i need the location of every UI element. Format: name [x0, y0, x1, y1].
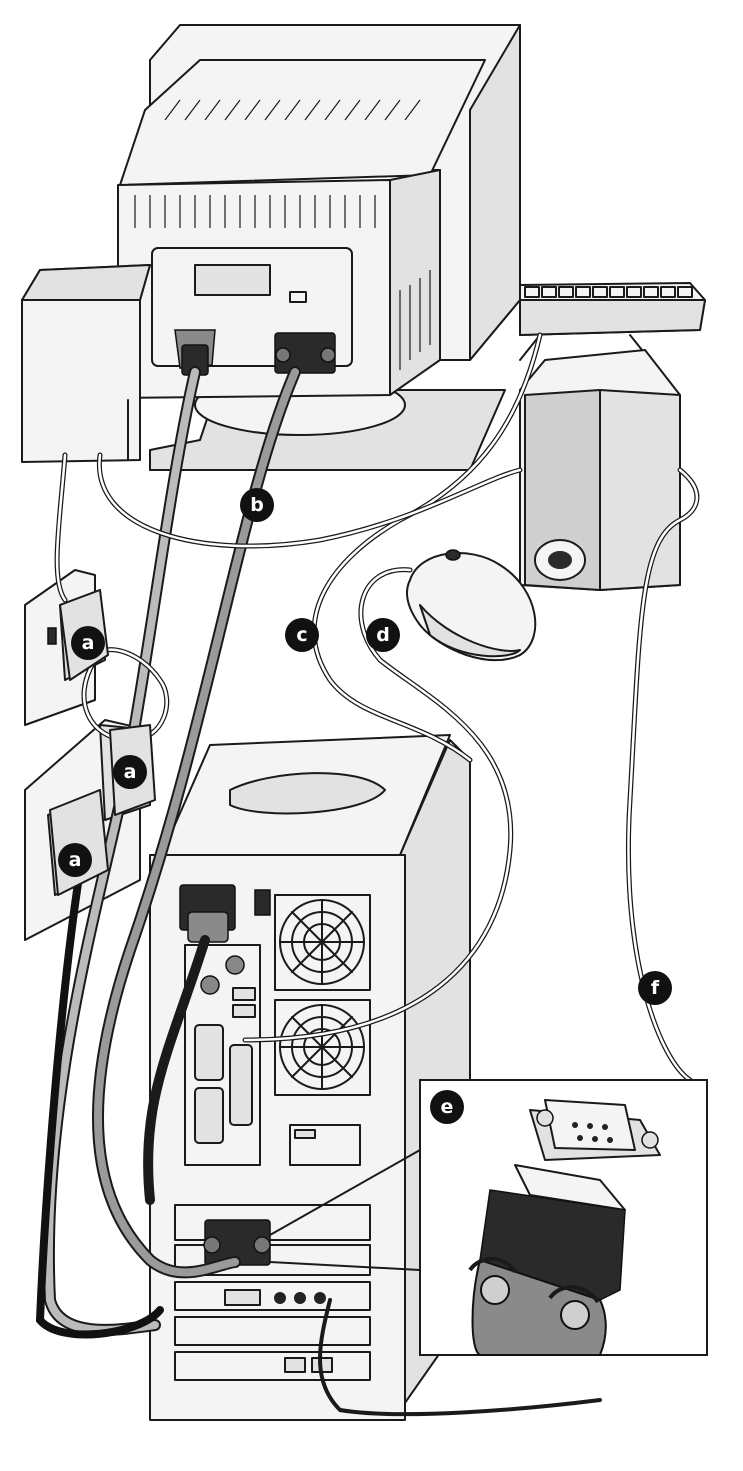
label-a-lower: a: [58, 843, 92, 877]
label-a-upper: a: [71, 626, 105, 660]
label-e: e: [430, 1090, 464, 1124]
computer-tower: [149, 734, 471, 1421]
label-a-middle: a: [113, 755, 147, 789]
label-b: b: [240, 488, 274, 522]
monitor-top-vents: [164, 99, 421, 121]
svg-text:f: f: [651, 977, 660, 999]
rotate-arrow-left-icon: [468, 1257, 517, 1274]
cables: [35, 332, 700, 1417]
desk-box: [21, 264, 151, 463]
rotate-arrow-right-icon: [548, 1285, 600, 1304]
svg-text:a: a: [124, 761, 137, 783]
monitor-back-vents: [134, 195, 431, 370]
callout-inset-vga-connector: [269, 1079, 708, 1356]
svg-text:a: a: [69, 849, 82, 871]
tower-io-panel: [184, 944, 261, 1166]
mouse: [406, 549, 537, 662]
label-d: d: [366, 618, 400, 652]
tower-fan-lower: [274, 999, 371, 1096]
tower-vga-plug: [203, 1219, 271, 1266]
monitor-power-plug: [174, 329, 216, 376]
svg-text:e: e: [441, 1096, 454, 1118]
label-f: f: [638, 971, 672, 1005]
label-c: c: [285, 618, 319, 652]
keyboard-keys: [524, 286, 693, 298]
svg-text:a: a: [82, 632, 95, 654]
svg-text:d: d: [376, 624, 390, 646]
svg-text:c: c: [296, 624, 307, 646]
monitor: [117, 24, 521, 471]
inset-vga-port: [529, 1099, 661, 1161]
monitor-vga-plug: [274, 332, 336, 374]
speaker: [519, 349, 681, 591]
keyboard: [519, 282, 706, 361]
tower-power-inlet: [179, 884, 236, 943]
svg-text:b: b: [250, 494, 264, 516]
inset-vga-plug: [468, 1164, 626, 1356]
tower-fan-upper: [274, 894, 371, 991]
